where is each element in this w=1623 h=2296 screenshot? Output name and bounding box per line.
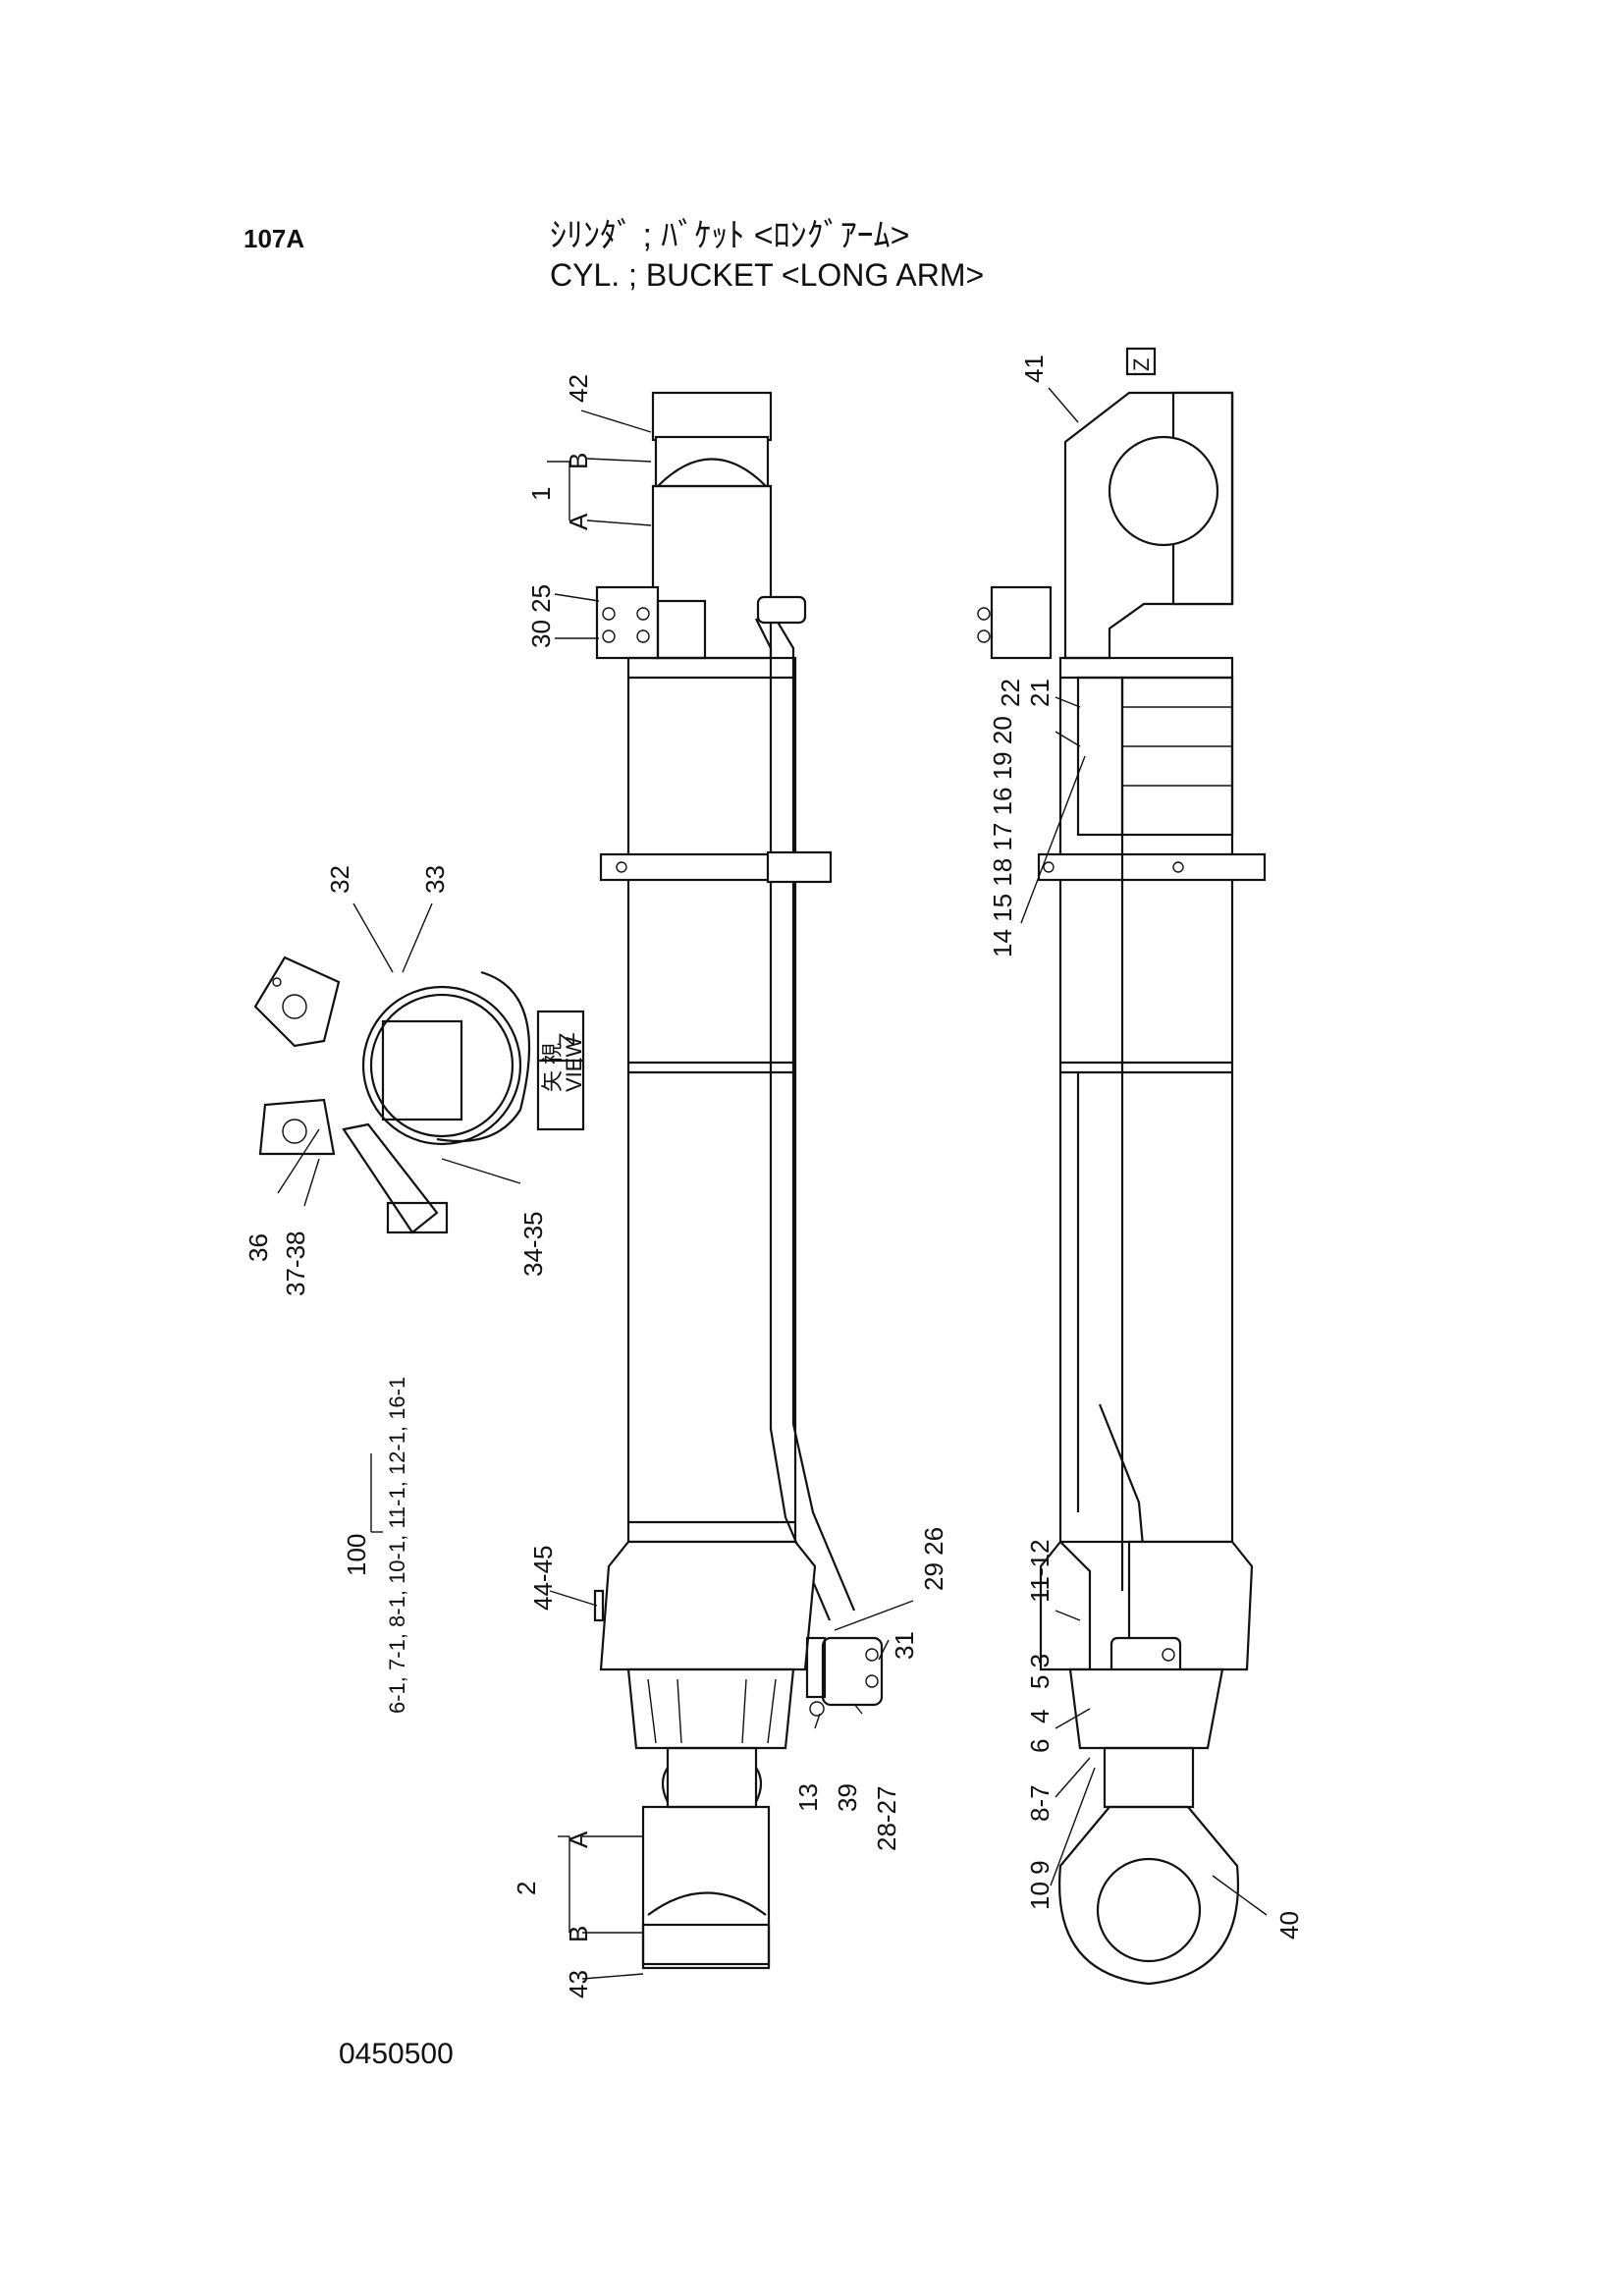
callout-5-3: 5 3 — [1025, 1654, 1055, 1689]
callout-100: 100 — [342, 1534, 371, 1576]
callout-B-top: B — [564, 453, 593, 469]
callout-30-25: 30 25 — [526, 584, 556, 648]
callout-31: 31 — [890, 1631, 919, 1660]
rod-eye — [1058, 1805, 1239, 1986]
callout-32: 32 — [325, 865, 354, 894]
callout-29-26: 29 26 — [919, 1527, 948, 1591]
callout-41: 41 — [1019, 355, 1049, 383]
callout-2: 2 — [512, 1882, 541, 1895]
callout-10-9: 10 9 — [1025, 1860, 1055, 1910]
view-z-marker: Z — [1129, 358, 1154, 371]
callout-A-bottom: A — [564, 1831, 593, 1848]
callout-B-bottom: B — [564, 1926, 593, 1942]
rod-pin-bore — [1096, 1857, 1202, 1963]
title-japanese: ｼﾘﾝﾀﾞ ; ﾊﾞｹｯﾄ <ﾛﾝｸﾞｱｰﾑ> — [550, 217, 910, 254]
cylinder-section-view — [977, 347, 1267, 1986]
callout-6: 6 — [1025, 1739, 1055, 1753]
callout-11-12: 11-12 — [1025, 1539, 1055, 1603]
head-bushing — [651, 391, 773, 442]
callout-28-27: 28-27 — [872, 1786, 901, 1852]
callout-39: 39 — [833, 1783, 862, 1812]
leader-lines — [277, 387, 1268, 1980]
callout-40: 40 — [1274, 1911, 1304, 1940]
view-label-jp: 矢 視 — [540, 1043, 565, 1092]
view-z-detail — [253, 956, 585, 1234]
callout-37-38: 37-38 — [281, 1231, 310, 1297]
callout-13: 13 — [793, 1783, 823, 1812]
document-code: 0450500 — [339, 2038, 454, 2070]
callout-33: 33 — [420, 865, 450, 894]
callout-4: 4 — [1025, 1710, 1055, 1723]
callout-34-35: 34-35 — [518, 1212, 548, 1278]
callout-100-parts: 6-1, 7-1, 8-1, 10-1, 11-1, 12-1, 16-1 — [385, 1377, 409, 1714]
head-pin-bore — [1108, 435, 1219, 547]
port-block-25 — [595, 585, 660, 660]
callout-21: 21 — [1025, 679, 1055, 707]
piston-rod — [666, 1746, 758, 1809]
callout-1: 1 — [526, 487, 556, 501]
rod-bushing — [641, 1923, 771, 1970]
view-label-en: VIEW — [562, 1037, 586, 1092]
callout-14-to-20: 14 15 18 17 16 19 20 — [988, 716, 1017, 957]
callout-43: 43 — [564, 1970, 593, 1998]
callout-36: 36 — [243, 1233, 273, 1262]
callout-8-7: 8-7 — [1025, 1784, 1055, 1822]
callout-42: 42 — [564, 374, 593, 403]
title-english: CYL. ; BUCKET <LONG ARM> — [550, 257, 985, 293]
callout-44-45: 44-45 — [528, 1546, 558, 1612]
view-label-letter: Z — [555, 1033, 579, 1046]
callout-labels: 42 B A 1 30 25 32 33 36 37-38 34-35 VIEW… — [243, 355, 1304, 1998]
gland — [599, 1540, 817, 1671]
port-block-29 — [821, 1636, 884, 1707]
callout-A-top: A — [564, 513, 593, 530]
external-pipe — [755, 618, 856, 1621]
callout-22: 22 — [996, 679, 1025, 707]
page-number: 107A — [243, 224, 305, 253]
cylinder-external-view — [593, 391, 884, 1970]
